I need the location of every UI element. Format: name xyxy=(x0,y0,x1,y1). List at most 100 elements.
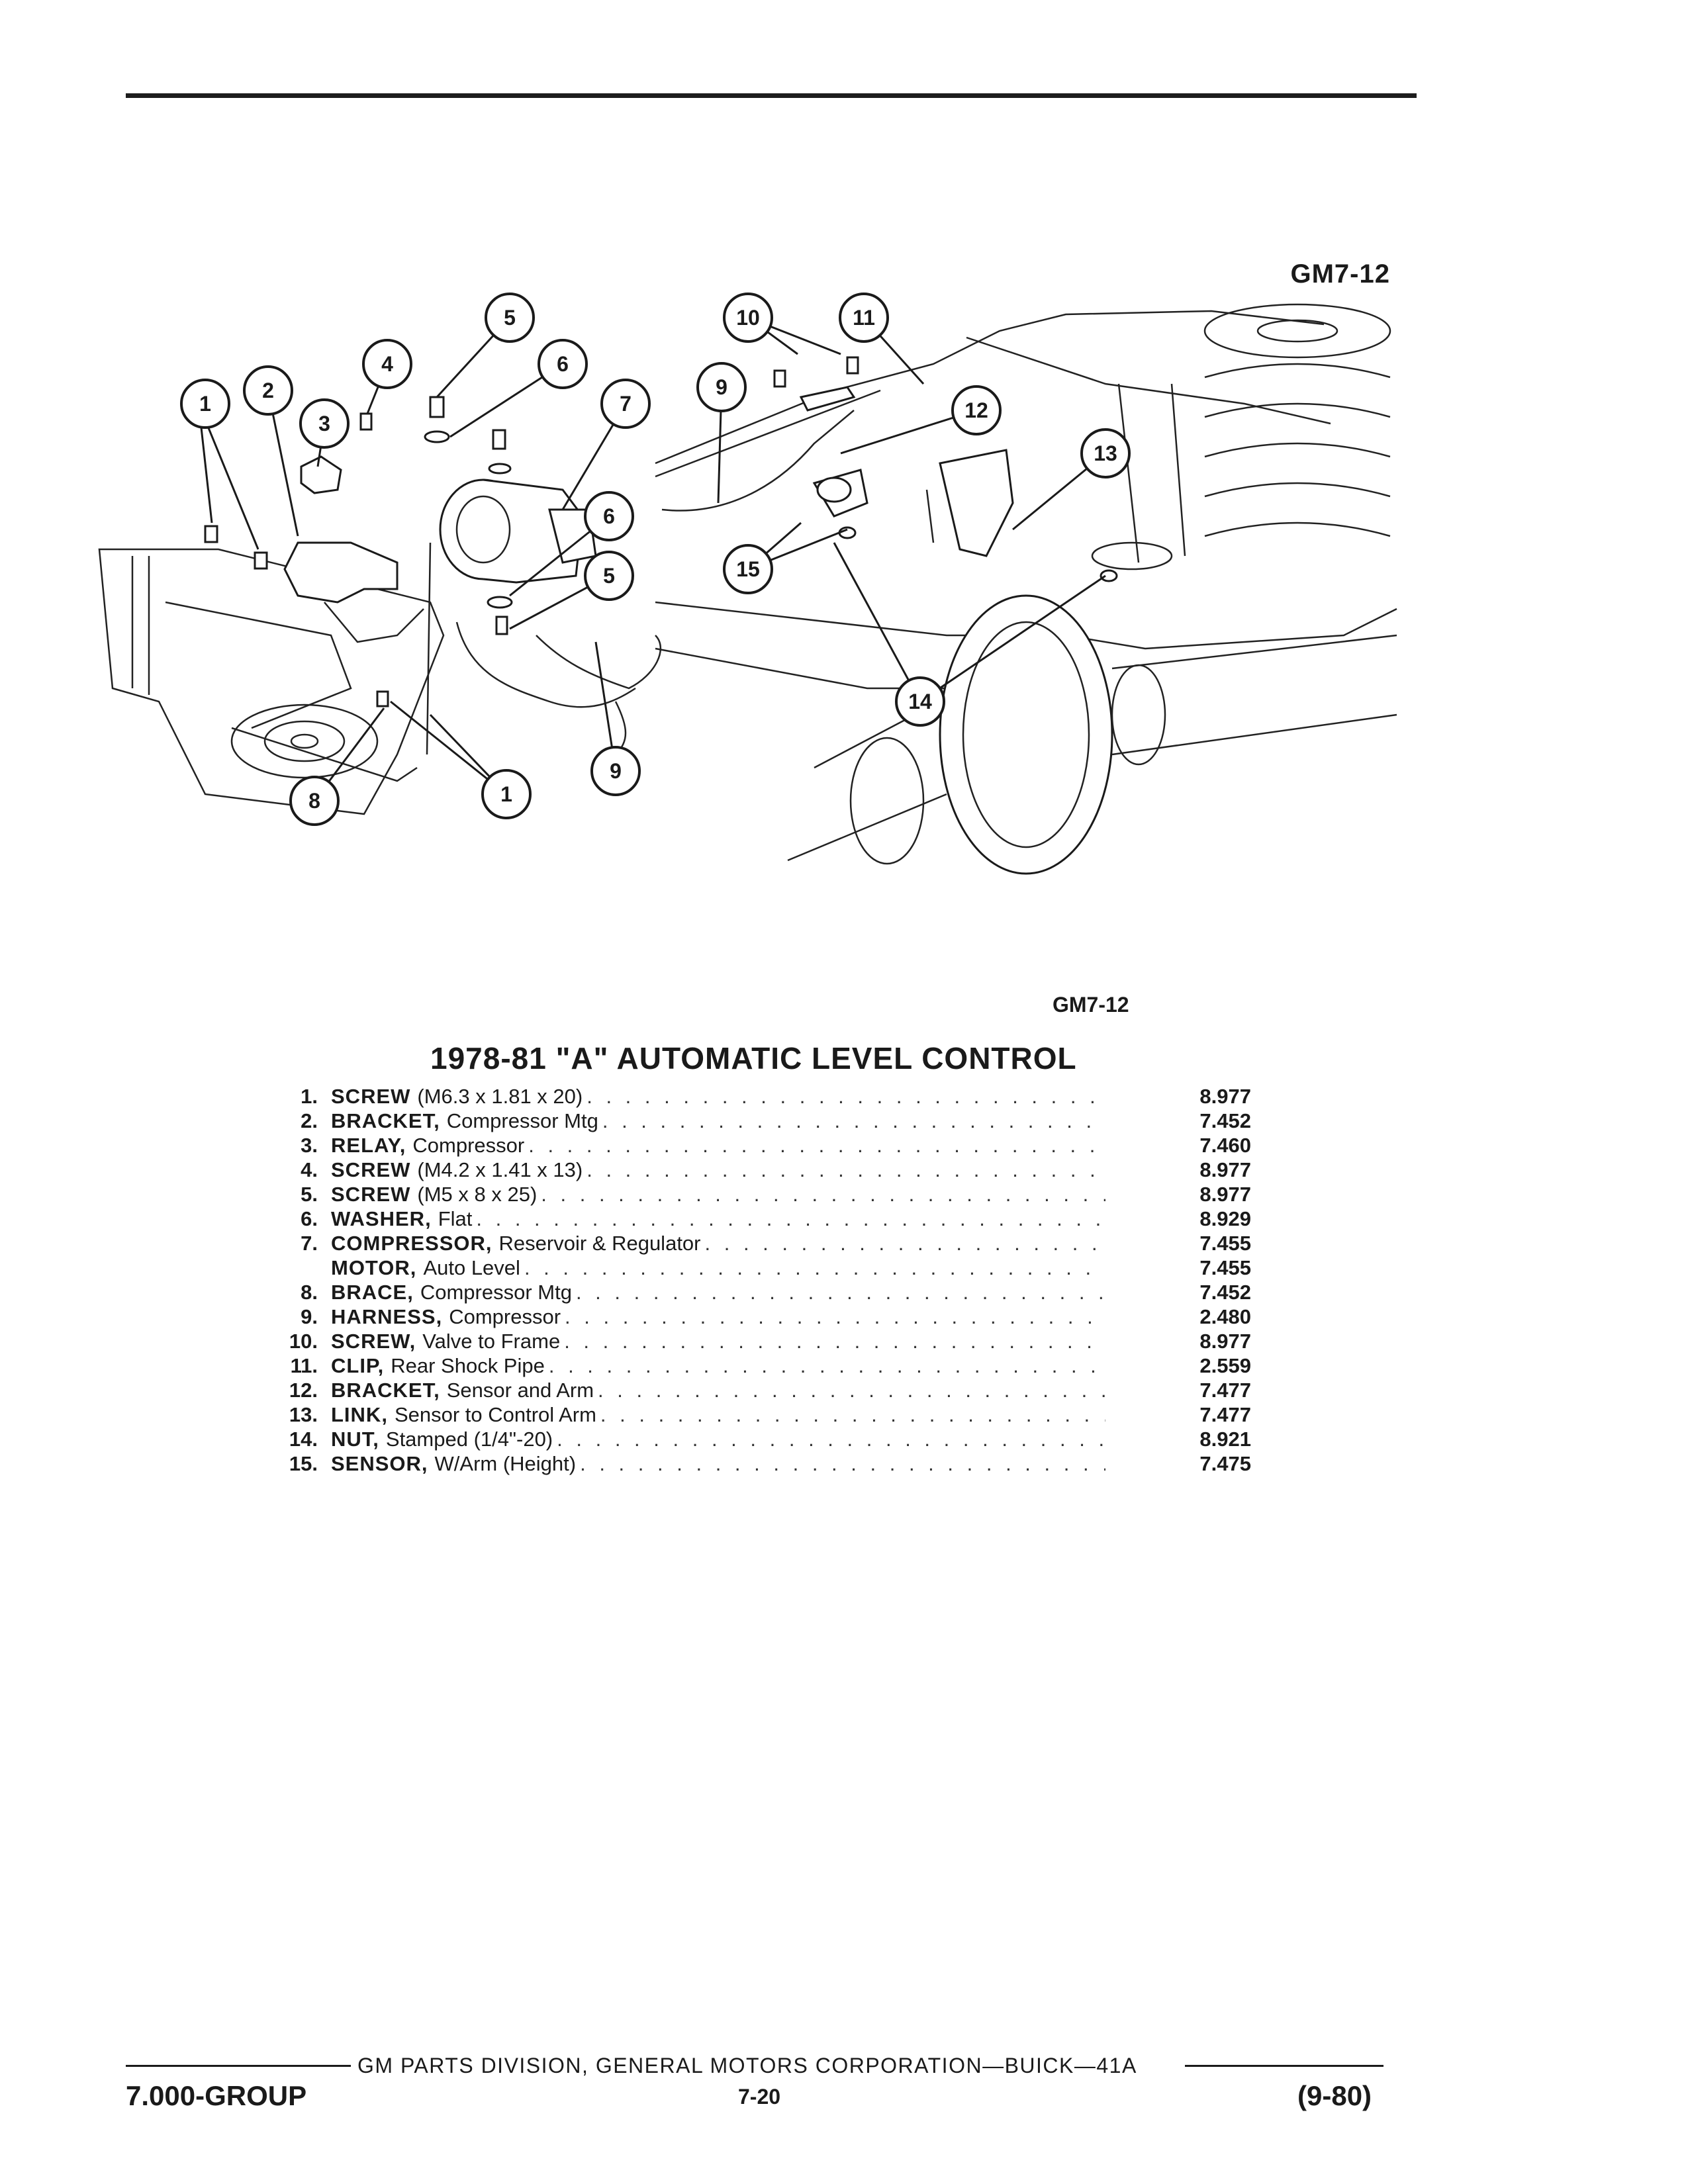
parts-row: 11.CLIP,Rear Shock Pipe. . . . . . . . .… xyxy=(252,1353,1258,1378)
callout-label: 6 xyxy=(557,352,569,376)
item-name: NUT, xyxy=(331,1428,379,1451)
group-number: 8.921 xyxy=(1199,1428,1251,1451)
item-name: BRACE, xyxy=(331,1281,414,1304)
item-detail: (M6.3 x 1.81 x 20) xyxy=(417,1085,583,1108)
item-name: WASHER, xyxy=(331,1207,432,1230)
leader-dots: . . . . . . . . . . . . . . . . . . . . … xyxy=(565,1305,1105,1328)
callout-label: 9 xyxy=(610,759,622,783)
leader-dots: . . . . . . . . . . . . . . . . . . . . … xyxy=(548,1354,1105,1377)
callout-9: 9 xyxy=(590,746,641,796)
item-description: BRACKET,Sensor and Arm. . . . . . . . . … xyxy=(331,1378,1105,1402)
callout-label: 8 xyxy=(308,789,320,813)
relay xyxy=(300,455,342,494)
group-number: 2.559 xyxy=(1199,1354,1251,1377)
callout-5: 5 xyxy=(584,551,634,601)
item-number: 2. xyxy=(301,1109,318,1132)
item-name: HARNESS, xyxy=(331,1305,443,1328)
leader-dots: . . . . . . . . . . . . . . . . . . . . … xyxy=(528,1134,1105,1157)
parts-row: 14.NUT,Stamped (1/4"-20). . . . . . . . … xyxy=(252,1427,1258,1451)
item-number: 12. xyxy=(289,1379,318,1402)
callout-label: 10 xyxy=(736,306,760,330)
callout-label: 9 xyxy=(716,375,727,399)
item-detail: Compressor xyxy=(449,1305,561,1328)
parts-row: 8. BRACE, Compressor Mtg. . . . . . . . . … xyxy=(252,1280,1258,1304)
footer-division: GM PARTS DIVISION, GENERAL MOTORS CORPOR… xyxy=(357,2054,1137,2077)
callout-7: 7 xyxy=(600,379,651,429)
callout-13: 13 xyxy=(1080,428,1131,478)
item-number: 6. xyxy=(301,1207,318,1230)
leader-dots: . . . . . . . . . . . . . . . . . . . . … xyxy=(575,1281,1105,1304)
group-number: 2.480 xyxy=(1199,1305,1251,1328)
callout-6: 6 xyxy=(538,339,588,389)
callout-3: 3 xyxy=(299,398,350,449)
item-description: SCREW(M4.2 x 1.41 x 13). . . . . . . . .… xyxy=(331,1158,1105,1182)
callout-label: 4 xyxy=(381,352,393,376)
item-name: LINK, xyxy=(331,1403,388,1426)
callout-4: 4 xyxy=(362,339,412,389)
item-number: 10. xyxy=(289,1330,318,1353)
group-number: 7.452 xyxy=(1199,1281,1251,1304)
callout-label: 1 xyxy=(500,782,512,806)
callout-label: 13 xyxy=(1094,441,1117,465)
callout-label: 5 xyxy=(504,306,516,330)
item-detail: Stamped (1/4"-20) xyxy=(385,1428,553,1451)
item-number: 5. xyxy=(301,1183,318,1206)
callout-12: 12 xyxy=(951,385,1002,435)
parts-row: 7.COMPRESSOR,Reservoir & Regulator. . . … xyxy=(252,1231,1258,1255)
parts-row: 10. SCREW, Valve to Frame. . . . . . . . .… xyxy=(252,1329,1258,1353)
item-name: SCREW, xyxy=(331,1330,416,1353)
group-number: 7.455 xyxy=(1199,1256,1251,1279)
item-description: BRACKET,Compressor Mtg. . . . . . . . . … xyxy=(331,1109,1105,1133)
parts-row: 12. BRACKET,Sensor and Arm. . . . . . . .… xyxy=(252,1378,1258,1402)
callout-15: 15 xyxy=(723,544,773,594)
item-detail: Sensor to Control Arm xyxy=(394,1403,596,1426)
item-description: WASHER,Flat. . . . . . . . . . . . . . .… xyxy=(331,1206,1105,1231)
parts-row: 5.SCREW(M5 x 8 x 25). . . . . . . . . . … xyxy=(252,1182,1258,1206)
item-number: 8. xyxy=(301,1281,318,1304)
parts-row: 1.SCREW(M6.3 x 1.81 x 20). . . . . . . .… xyxy=(252,1084,1258,1109)
item-description: COMPRESSOR,Reservoir & Regulator. . . . … xyxy=(331,1231,1105,1255)
item-number: 9. xyxy=(301,1305,318,1328)
item-detail: Reservoir & Regulator xyxy=(498,1232,701,1255)
parts-row: 4. SCREW(M4.2 x 1.41 x 13). . . . . . . .… xyxy=(252,1158,1258,1182)
item-name: BRACKET, xyxy=(331,1109,440,1132)
leader-dots: . . . . . . . . . . . . . . . . . . . . … xyxy=(476,1207,1105,1230)
item-number: 1. xyxy=(301,1085,318,1108)
item-description: HARNESS, Compressor. . . . . . . . . . . … xyxy=(331,1304,1105,1329)
compressor xyxy=(439,478,597,584)
group-number: 7.452 xyxy=(1199,1109,1251,1132)
item-detail: W/Arm (Height) xyxy=(434,1452,577,1475)
group-number: 7.475 xyxy=(1199,1452,1251,1475)
item-name: MOTOR, xyxy=(331,1256,417,1279)
item-detail: (M4.2 x 1.41 x 13) xyxy=(417,1158,583,1181)
group-number: 8.977 xyxy=(1199,1183,1251,1206)
callout-label: 6 xyxy=(603,504,615,528)
group-number: 8.929 xyxy=(1199,1207,1251,1230)
item-detail: Valve to Frame xyxy=(422,1330,561,1353)
leader-dots: . . . . . . . . . . . . . . . . . . . . … xyxy=(524,1256,1105,1279)
callout-8: 8 xyxy=(289,776,340,826)
callout-2: 2 xyxy=(243,365,293,416)
item-name: COMPRESSOR, xyxy=(331,1232,492,1255)
item-number: 4. xyxy=(301,1158,318,1181)
leader-dots: . . . . . . . . . . . . . . . . . . . . … xyxy=(541,1183,1105,1206)
item-description: LINK,Sensor to Control Arm. . . . . . . … xyxy=(331,1402,1105,1427)
callout-label: 11 xyxy=(853,306,875,330)
item-number: 11. xyxy=(290,1354,318,1377)
callout-label: 7 xyxy=(620,392,632,416)
callout-label: 15 xyxy=(736,557,760,581)
leader-dots: . . . . . . . . . . . . . . . . . . . . … xyxy=(564,1330,1105,1353)
item-detail: Compressor Mtg xyxy=(420,1281,572,1304)
parts-row: 3.RELAY,Compressor. . . . . . . . . . . … xyxy=(252,1133,1258,1158)
item-detail: Rear Shock Pipe xyxy=(391,1354,545,1377)
item-number: 14. xyxy=(289,1428,318,1451)
figure-code-top: GM7-12 xyxy=(1290,259,1390,289)
leader-dots: . . . . . . . . . . . . . . . . . . . . … xyxy=(602,1109,1105,1132)
figure-code-bottom: GM7-12 xyxy=(1053,993,1129,1017)
item-detail: Auto Level xyxy=(423,1256,520,1279)
callout-9: 9 xyxy=(696,362,747,412)
leader-dots: . . . . . . . . . . . . . . . . . . . . … xyxy=(586,1085,1105,1108)
item-number: 15. xyxy=(289,1452,318,1475)
